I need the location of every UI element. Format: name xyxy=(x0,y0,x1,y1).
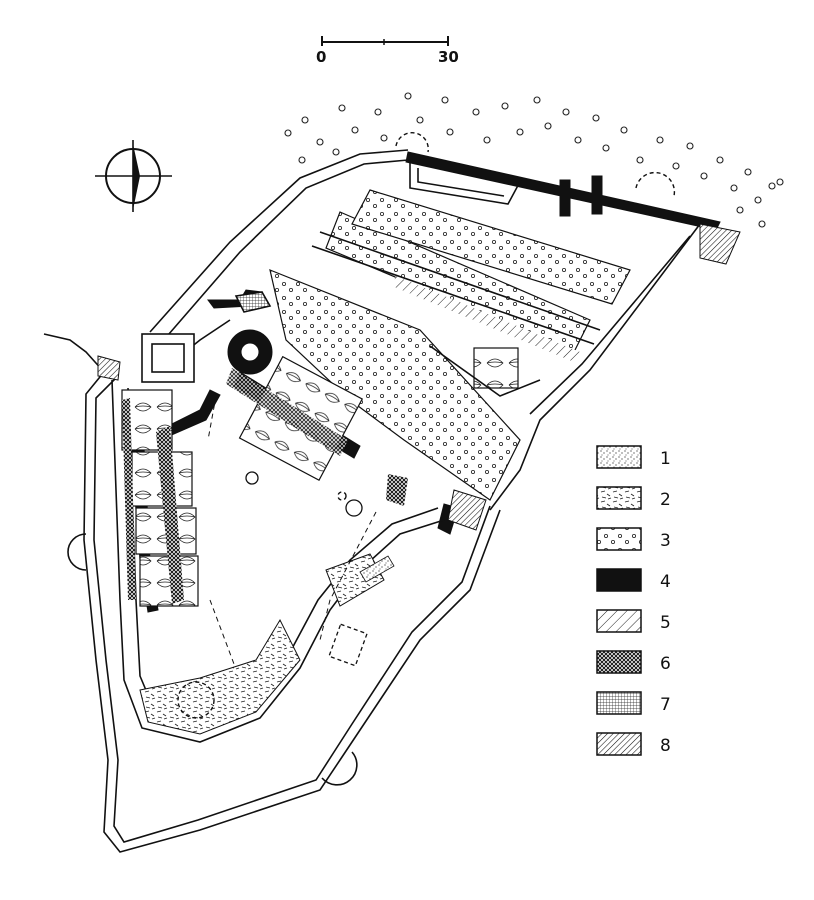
legend-swatch-7 xyxy=(596,691,642,715)
legend-swatch-6 xyxy=(596,650,642,674)
scale-end-label: 30 xyxy=(438,48,459,66)
legend-label-5: 5 xyxy=(660,613,671,633)
legend-label-6: 6 xyxy=(660,654,671,674)
well-markers xyxy=(245,471,368,667)
scale-start-label: 0 xyxy=(316,48,326,66)
legend-label-1: 1 xyxy=(660,449,671,469)
legend-3-zone xyxy=(269,189,631,501)
interior-traces xyxy=(207,395,377,665)
legend-label-8: 8 xyxy=(660,736,671,756)
legend-1-zone xyxy=(359,555,395,583)
legend-6-zone xyxy=(122,368,408,604)
legend-swatch-3 xyxy=(596,527,642,551)
legend-8-zone xyxy=(97,223,741,531)
legend-label-7: 7 xyxy=(660,695,671,715)
legend-swatch-8 xyxy=(596,732,642,756)
legend-label-2: 2 xyxy=(660,490,671,510)
legend-5-zone xyxy=(392,276,580,362)
scale-bar: 0 30 xyxy=(316,36,459,66)
outer-curtain-wall xyxy=(43,149,501,853)
legend-swatch-5 xyxy=(596,609,642,633)
legend-swatch-4 xyxy=(596,568,642,592)
legend-label-4: 4 xyxy=(660,572,671,592)
wall-towers xyxy=(177,132,676,719)
legend-swatch-1 xyxy=(596,445,642,469)
north-arrow-icon xyxy=(95,140,172,212)
north-buildings xyxy=(141,160,701,511)
legend-swatch-2 xyxy=(596,486,642,510)
rocky-terrain xyxy=(284,92,784,228)
legend-label-3: 3 xyxy=(660,531,671,551)
legend: 1 2 3 4 5 6 7 8 xyxy=(596,445,671,756)
